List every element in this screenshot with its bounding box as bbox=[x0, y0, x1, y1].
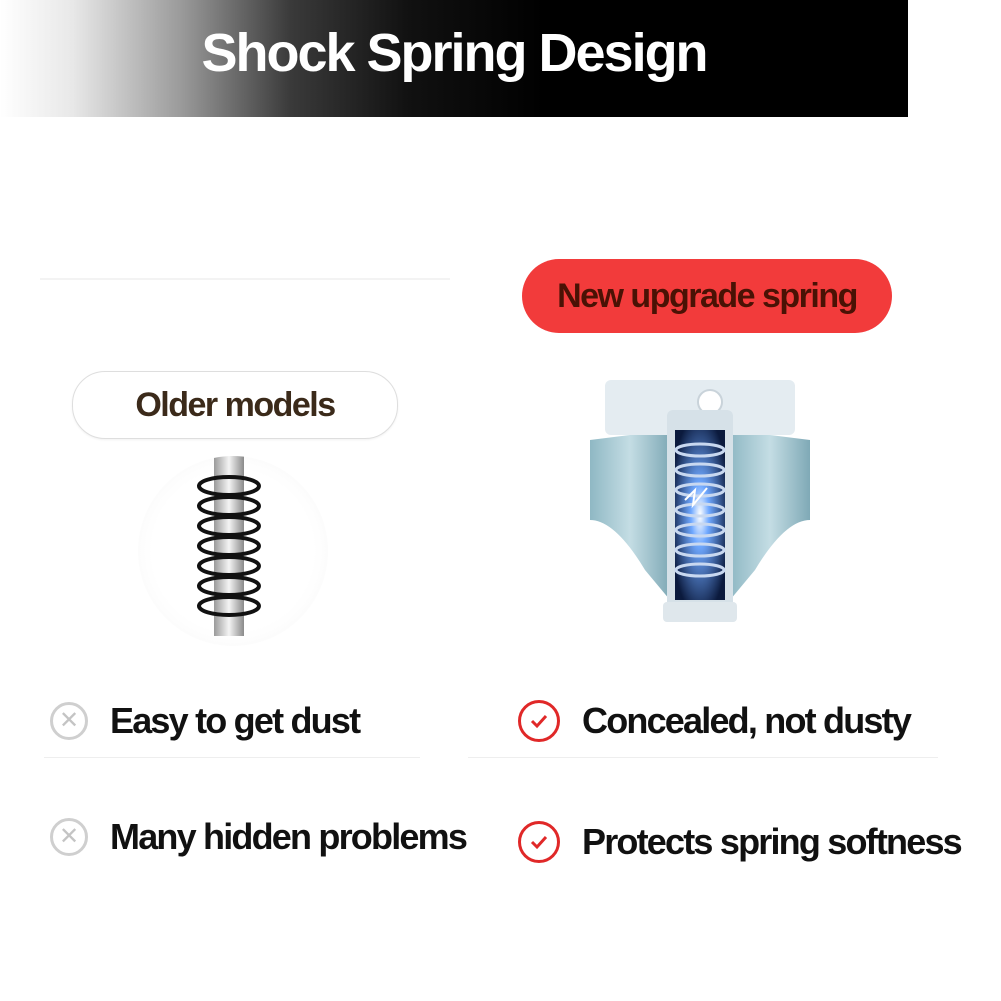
exposed-spring-icon bbox=[197, 456, 261, 636]
old-feature-text: Many hidden problems bbox=[110, 816, 468, 857]
x-circle-icon: ✕ bbox=[50, 702, 88, 740]
old-feature-text: Easy to get dust bbox=[110, 700, 361, 741]
new-feature-row-2: Protects spring softness bbox=[518, 821, 963, 863]
older-models-label-pill: Older models bbox=[72, 371, 398, 439]
banner-title: Shock Spring Design bbox=[201, 23, 708, 83]
check-circle-icon bbox=[518, 700, 560, 742]
divider bbox=[468, 757, 938, 758]
old-spring-image bbox=[138, 456, 328, 646]
x-circle-icon: ✕ bbox=[50, 818, 88, 856]
new-feature-text: Concealed, not dusty bbox=[582, 700, 912, 741]
header-banner: Shock Spring Design bbox=[0, 0, 908, 117]
new-upgrade-label-pill: New upgrade spring bbox=[522, 259, 892, 333]
new-feature-row-1: Concealed, not dusty bbox=[518, 700, 912, 742]
new-upgrade-label: New upgrade spring bbox=[557, 276, 858, 315]
old-feature-row-1: ✕ Easy to get dust bbox=[50, 700, 361, 742]
divider bbox=[44, 757, 420, 758]
concealed-spring-icon bbox=[590, 380, 810, 622]
concealed-spring-image bbox=[575, 370, 825, 640]
check-circle-icon bbox=[518, 821, 560, 863]
new-feature-text: Protects spring softness bbox=[582, 821, 963, 862]
old-feature-row-2: ✕ Many hidden problems bbox=[50, 816, 468, 858]
divider bbox=[40, 278, 450, 280]
older-models-label: Older models bbox=[135, 385, 336, 424]
